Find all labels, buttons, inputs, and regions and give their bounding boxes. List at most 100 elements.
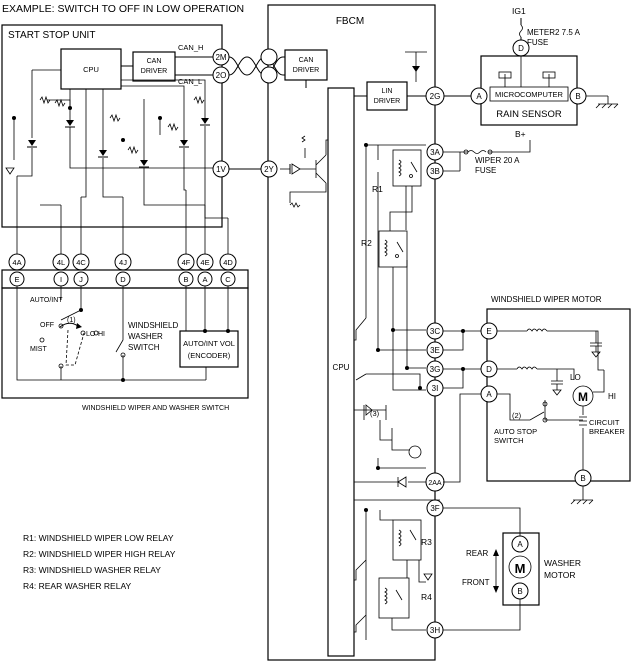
wiper-motor: E D A B M LO HI CIRCUIT BREAKER (2) AUTO…: [443, 308, 631, 505]
svg-text:SWITCH: SWITCH: [128, 343, 160, 352]
svg-text:FUSE: FUSE: [475, 166, 496, 175]
svg-text:3H: 3H: [430, 626, 440, 635]
svg-text:HI: HI: [608, 392, 616, 401]
svg-text:B: B: [183, 275, 188, 284]
svg-text:AUTO STOP: AUTO STOP: [494, 427, 537, 436]
svg-text:D: D: [518, 44, 524, 53]
svg-text:D: D: [486, 365, 492, 374]
svg-text:(ENCODER): (ENCODER): [188, 351, 231, 360]
svg-text:WIPER 20 A: WIPER 20 A: [475, 156, 520, 165]
relay-r1: [392, 149, 422, 187]
svg-text:FRONT: FRONT: [462, 578, 490, 587]
washer-motor: A B M REAR FRONT WASHER MOTOR: [443, 507, 581, 631]
svg-text:E: E: [14, 275, 19, 284]
svg-text:AUTO/INT VOL: AUTO/INT VOL: [183, 339, 235, 348]
mist-label: MIST: [30, 346, 47, 353]
svg-text:B: B: [580, 474, 585, 483]
svg-text:R3: R3: [421, 537, 432, 547]
svg-text:I: I: [60, 275, 62, 284]
svg-text:R4: REAR WASHER RELAY: R4: REAR WASHER RELAY: [23, 581, 131, 591]
svg-text:METER2 7.5 A: METER2 7.5 A: [527, 28, 581, 37]
svg-text:4C: 4C: [76, 258, 86, 267]
relay-legend: R1: WINDSHIELD WIPER LOW RELAY R2: WINDS…: [23, 533, 176, 591]
svg-text:1V: 1V: [216, 165, 226, 174]
svg-text:CAN: CAN: [147, 58, 162, 65]
svg-text:WASHER: WASHER: [544, 558, 581, 568]
svg-text:BREAKER: BREAKER: [589, 427, 625, 436]
washer-motor-m: [508, 555, 532, 579]
svg-text:3C: 3C: [430, 327, 440, 336]
svg-text:2G: 2G: [430, 92, 441, 101]
svg-text:B: B: [575, 92, 580, 101]
svg-text:REAR: REAR: [466, 549, 488, 558]
svg-text:3E: 3E: [430, 346, 440, 355]
svg-text:C: C: [225, 275, 231, 284]
svg-text:FUSE: FUSE: [527, 38, 548, 47]
fbcm-can-driver: [284, 49, 328, 81]
svg-text:WINDSHIELD: WINDSHIELD: [128, 321, 178, 330]
start-stop-can-driver: [132, 51, 176, 82]
svg-text:3G: 3G: [430, 365, 441, 374]
rain-sensor: MICROCOMPUTER RAIN SENSOR A B: [444, 55, 619, 126]
fbcm-cpu: [327, 87, 355, 657]
svg-text:LO: LO: [570, 373, 581, 382]
start-stop-unit-title: START STOP UNIT: [8, 30, 95, 41]
can-h-label: CAN_H: [178, 43, 203, 52]
switch-connector-top: 4A 4L 4C 4J 4F 4E 4D: [8, 253, 237, 271]
auto-int-label: AUTO/INT: [30, 297, 63, 304]
ssu-pin-2o: 2O: [212, 66, 230, 84]
fbcm-lin-driver: [366, 81, 408, 111]
svg-text:MOTOR: MOTOR: [544, 570, 575, 580]
relay-r4: [378, 577, 410, 619]
switch-title: WINDSHIELD WIPER AND WASHER SWITCH: [82, 405, 229, 412]
can-l-label: CAN_L: [178, 77, 202, 86]
svg-text:4E: 4E: [200, 258, 209, 267]
svg-text:M: M: [515, 561, 526, 576]
svg-text:CAN: CAN: [299, 57, 314, 64]
svg-text:M: M: [578, 390, 588, 404]
svg-text:3A: 3A: [430, 148, 440, 157]
svg-text:2Y: 2Y: [264, 165, 274, 174]
wiper-washer-switch: AUTO/INT OFF (1) MIST LO HI WINDSHIELD W…: [1, 286, 249, 399]
svg-text:B: B: [517, 587, 522, 596]
svg-text:SWITCH: SWITCH: [494, 436, 524, 445]
off-label: OFF: [40, 322, 54, 329]
can-twisted-pair: [228, 56, 284, 76]
svg-text:4J: 4J: [119, 258, 127, 267]
svg-text:R4: R4: [421, 592, 432, 602]
microcomputer-label: MICROCOMPUTER: [495, 90, 563, 99]
switch-connector-bottom: E I J D B A C: [9, 271, 236, 287]
ig1-label: IG1: [512, 6, 526, 16]
svg-text:R3: WINDSHIELD WASHER RELAY: R3: WINDSHIELD WASHER RELAY: [23, 565, 161, 575]
relay-r3: [392, 519, 422, 561]
svg-text:3B: 3B: [430, 167, 440, 176]
fbcm-title: FBCM: [336, 16, 364, 27]
bplus-label: B+: [515, 129, 526, 139]
hi-label: HI: [98, 331, 105, 338]
ssu-pin-2m: 2M: [212, 48, 230, 66]
svg-text:A: A: [517, 540, 523, 549]
fbcm-pins: 2Y 2G 3A 3B 3C 3E 3G 3I 2AA 3F 3H: [260, 48, 445, 639]
rain-sensor-title: RAIN SENSOR: [496, 109, 562, 120]
svg-text:4D: 4D: [223, 258, 233, 267]
svg-text:4F: 4F: [182, 258, 191, 267]
svg-text:R1: WINDSHIELD WIPER LOW RELAY: R1: WINDSHIELD WIPER LOW RELAY: [23, 533, 174, 543]
fbcm-module: FBCM CAN DRIVER CPU LIN DRIVER R1 R2 R3 …: [267, 4, 440, 661]
marker-1: (1): [67, 317, 76, 324]
svg-text:R2: WINDSHIELD WIPER HIGH RELA: R2: WINDSHIELD WIPER HIGH RELAY: [23, 549, 176, 559]
svg-text:CIRCUIT: CIRCUIT: [589, 418, 620, 427]
svg-text:E: E: [486, 327, 491, 336]
start-stop-cpu: [60, 48, 122, 90]
start-stop-cpu-label: CPU: [83, 65, 99, 74]
svg-text:D: D: [120, 275, 126, 284]
svg-text:DRIVER: DRIVER: [374, 98, 400, 105]
relay-r2: [378, 230, 408, 268]
svg-text:DRIVER: DRIVER: [141, 68, 167, 75]
svg-text:LIN: LIN: [382, 88, 393, 95]
svg-text:WASHER: WASHER: [128, 332, 163, 341]
svg-text:A: A: [486, 390, 492, 399]
wiper-motor-title: WINDSHIELD WIPER MOTOR: [491, 295, 602, 304]
marker-2: (2): [512, 411, 522, 420]
svg-text:DRIVER: DRIVER: [293, 67, 319, 74]
